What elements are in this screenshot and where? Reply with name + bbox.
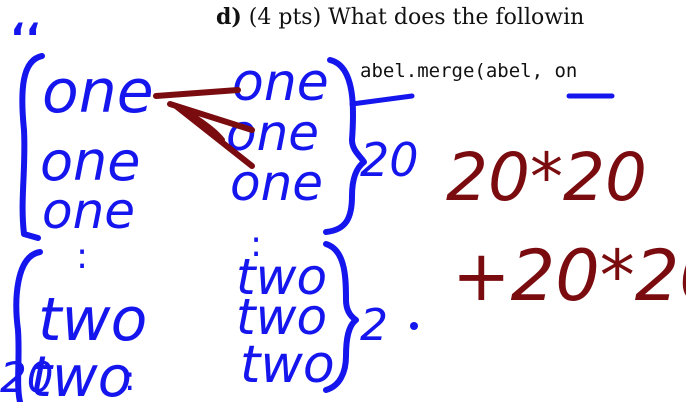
right-brace-bottom [323,241,359,393]
dots-right: : [250,224,262,265]
right-brace-top [323,57,367,235]
left-one-2: one [40,130,141,193]
left-one-3: one [42,182,135,240]
left-one-1: one [42,57,154,127]
join-lines [153,87,255,169]
quote-mark: ‘‘ [10,16,40,62]
left-brace-top [19,53,45,241]
dots-left-bottom: : [124,359,135,399]
code-snippet: abel.merge(abel, on [360,60,578,82]
question-label: d) [216,4,242,30]
ink-bar [349,93,415,107]
question-text: (4 pts) What does the followin [241,5,585,30]
left-two-1: two [38,285,147,355]
result-line-1: 20*20 [446,139,647,216]
right-one-1: one [232,53,329,113]
left-brace-bottom [13,249,43,402]
right-two-3: two [240,335,335,395]
right-one-2: one [226,104,319,162]
right-two-1: two [236,248,327,306]
count-bottom: 2 [360,300,388,351]
left-two-2: two [30,345,132,402]
right-two-2: two [236,288,327,346]
count-left: 20 [0,353,53,402]
dots-left: : [76,236,88,277]
count-bottom-dot [410,322,418,330]
question-heading: d) (4 pts) What does the followin [216,4,584,30]
count-top: 20 [360,133,419,187]
result-line-2: +20*20 [452,235,686,317]
